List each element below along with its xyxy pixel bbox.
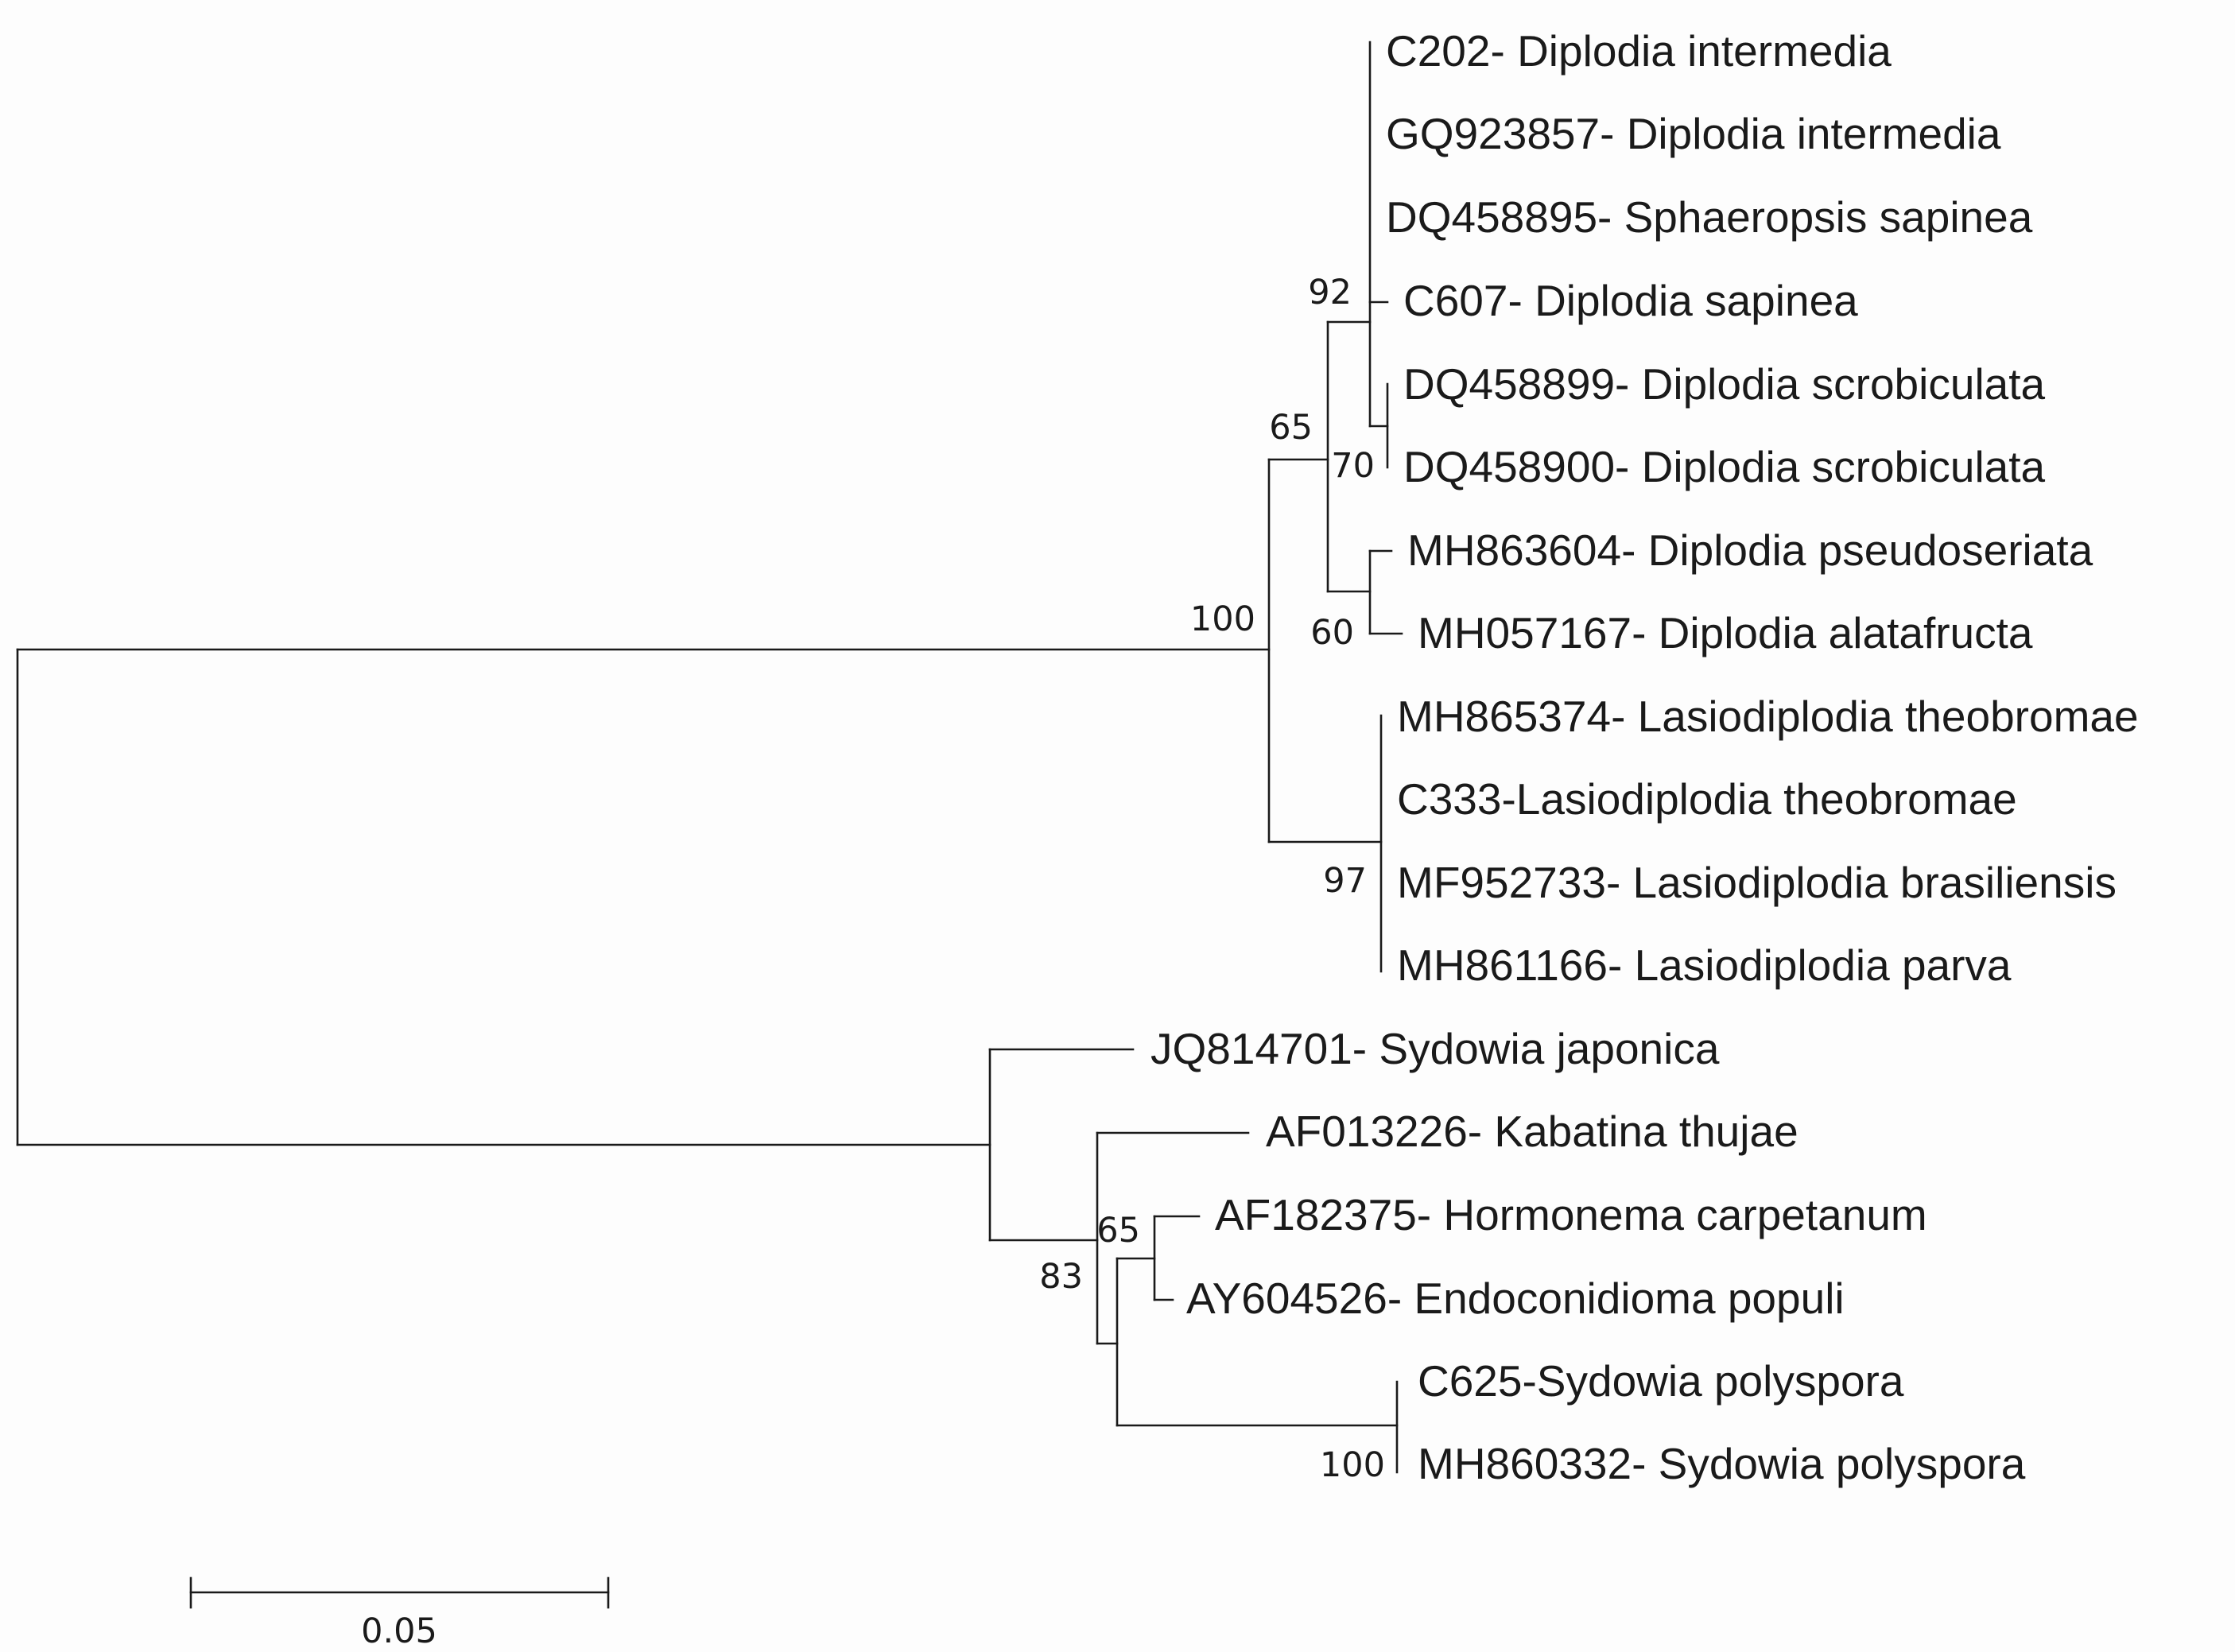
leaf-label-mh865374: MH865374- Lasiodiplodia theobromae: [1397, 692, 2139, 741]
support-value-83: 83: [1039, 1257, 1083, 1297]
support-value-65: 65: [1269, 408, 1313, 448]
support-value-70: 70: [1331, 446, 1375, 486]
leaf-label-af013226: AF013226- Kabatina thujae: [1266, 1107, 1798, 1156]
leaf-label-dq458895: DQ458895- Sphaeropsis sapinea: [1386, 192, 2033, 242]
scale-bar-label: 0.05: [361, 1611, 437, 1651]
leaf-label-dq458899: DQ458899- Diplodia scrobiculata: [1403, 359, 2046, 409]
leaf-label-c625: C625-Sydowia polyspora: [1418, 1356, 1904, 1406]
leaf-label-mh863604: MH863604- Diplodia pseudoseriata: [1407, 525, 2093, 575]
leaf-label-dq458900: DQ458900- Diplodia scrobiculata: [1403, 442, 2046, 491]
leaf-label-mh860332: MH860332- Sydowia polyspora: [1418, 1439, 2026, 1488]
scale-bar: 0.05: [189, 1576, 610, 1651]
leaf-label-c202: C202- Diplodia intermedia: [1386, 26, 1892, 76]
support-value-92: 92: [1308, 273, 1352, 312]
leaf-label-af182375: AF182375- Hormonema carpetanum: [1215, 1190, 1927, 1239]
leaf-label-jq814701: JQ814701- Sydowia japonica: [1150, 1024, 1720, 1073]
support-value-100: 100: [1190, 599, 1255, 639]
leaf-labels: C202- Diplodia intermedia GQ923857- Dipl…: [1150, 26, 2139, 1488]
support-value-65b: 65: [1096, 1211, 1140, 1251]
leaf-label-c607: C607- Diplodia sapinea: [1403, 276, 1858, 325]
leaf-label-c333: C333-Lasiodiplodia theobromae: [1397, 774, 2017, 824]
support-value-100b: 100: [1320, 1445, 1385, 1485]
support-value-97: 97: [1323, 861, 1367, 901]
support-value-60: 60: [1310, 613, 1354, 653]
tree-branches: [16, 41, 1403, 1474]
leaf-label-mh861166: MH861166- Lasiodiplodia parva: [1397, 940, 2012, 990]
leaf-label-mh057167: MH057167- Diplodia alatafructa: [1418, 608, 2033, 657]
leaf-label-gq923857: GQ923857- Diplodia intermedia: [1386, 109, 2001, 158]
support-values: 92 70 65 60 100 97 65 83 100: [1039, 273, 1385, 1485]
leaf-label-ay604526: AY604526- Endoconidioma populi: [1186, 1274, 1845, 1323]
leaf-label-mf952733: MF952733- Lasiodiplodia brasiliensis: [1397, 858, 2117, 907]
